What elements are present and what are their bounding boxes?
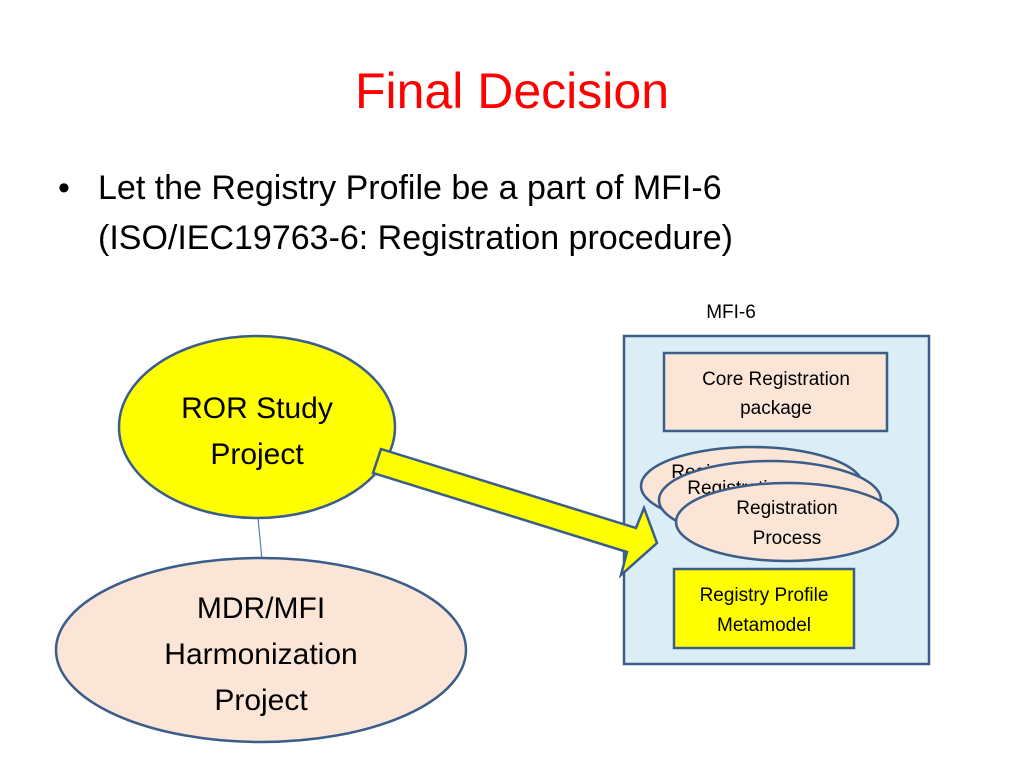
ror-study-line-2: Project <box>210 438 304 471</box>
slide-title: Final Decision <box>354 63 669 119</box>
registration-process: Registration Process <box>674 481 900 563</box>
core-registration-line-2: package <box>740 398 812 419</box>
ror-study-line-1: ROR Study <box>181 392 333 425</box>
mdr-mfi-line-3: Project <box>214 684 308 717</box>
bullet-line-1: Let the Registry Profile be a part of MF… <box>98 169 722 207</box>
core-registration-package: Core Registration package <box>662 351 889 433</box>
bullet-line-2: (ISO/IEC19763-6: Registration procedure) <box>98 219 733 257</box>
registry-profile-metamodel: Registry Profile Metamodel <box>672 567 856 650</box>
bullet-dot: • <box>58 169 70 207</box>
mdr-mfi-line-2: Harmonization <box>164 638 357 671</box>
mdr-mfi-line-1: MDR/MFI <box>197 592 325 625</box>
core-registration-line-1: Core Registration <box>702 369 850 390</box>
registration-process-line-2: Process <box>753 528 822 549</box>
yellow-arrow <box>371 447 659 579</box>
connector-line <box>257 517 263 561</box>
bullet-text: Let the Registry Profile be a part of MF… <box>98 163 918 263</box>
mfi-6-label: MFI-6 <box>706 302 756 323</box>
registration-process-line-1: Registration <box>736 498 837 519</box>
registry-profile-line-1: Registry Profile <box>700 585 829 606</box>
ror-study-project: ROR Study Project <box>117 334 397 520</box>
mdr-mfi-harmonization-project: MDR/MFI Harmonization Project <box>54 556 468 744</box>
registry-profile-line-2: Metamodel <box>717 615 811 636</box>
